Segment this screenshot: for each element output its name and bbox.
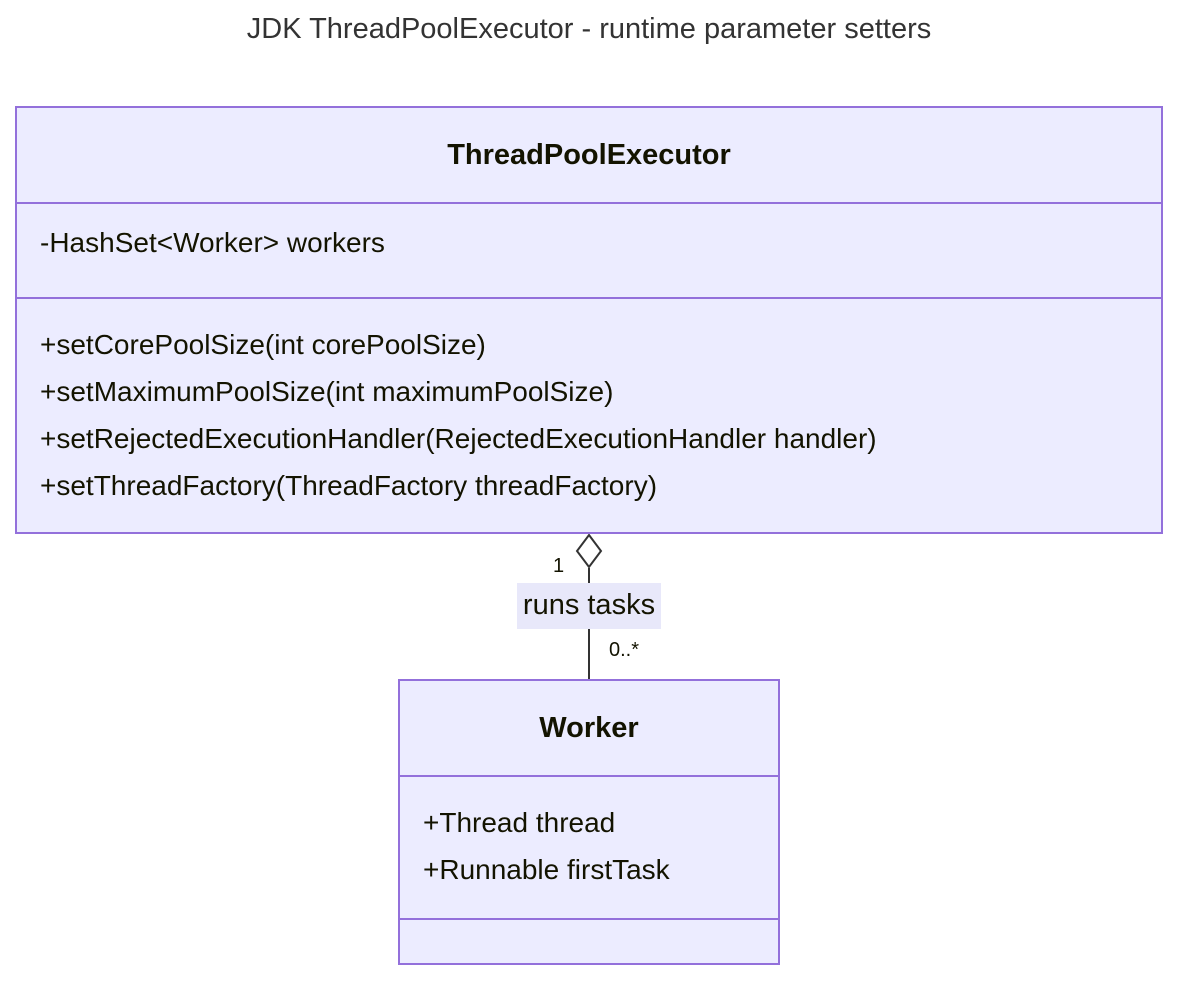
class-method: +setThreadFactory(ThreadFactory threadFa… xyxy=(40,470,658,501)
class-attributes: +Thread thread +Runnable firstTask xyxy=(400,775,778,918)
from-multiplicity: 1 xyxy=(553,555,565,577)
class-attribute: -HashSet<Worker> workers xyxy=(40,227,385,258)
diagram-title: JDK ThreadPoolExecutor - runtime paramet… xyxy=(246,13,932,45)
aggregation-diamond-icon xyxy=(575,533,603,569)
class-method: +setMaximumPoolSize(int maximumPoolSize) xyxy=(40,376,614,407)
class-methods xyxy=(400,918,778,963)
class-thread-pool-executor[interactable]: ThreadPoolExecutor -HashSet<Worker> work… xyxy=(15,106,1163,534)
class-name: Worker xyxy=(539,711,639,744)
class-attribute: +Thread thread xyxy=(423,807,616,838)
class-name: ThreadPoolExecutor xyxy=(447,138,731,171)
class-method: +setRejectedExecutionHandler(RejectedExe… xyxy=(40,423,877,454)
to-multiplicity: 0..* xyxy=(609,639,640,661)
class-attribute: +Runnable firstTask xyxy=(423,854,670,885)
class-methods: +setCorePoolSize(int corePoolSize) +setM… xyxy=(17,297,1161,509)
class-attributes: -HashSet<Worker> workers xyxy=(17,202,1161,297)
relation-label: runs tasks xyxy=(517,583,661,629)
class-method: +setCorePoolSize(int corePoolSize) xyxy=(40,329,486,360)
class-worker[interactable]: Worker +Thread thread +Runnable firstTas… xyxy=(398,679,780,965)
